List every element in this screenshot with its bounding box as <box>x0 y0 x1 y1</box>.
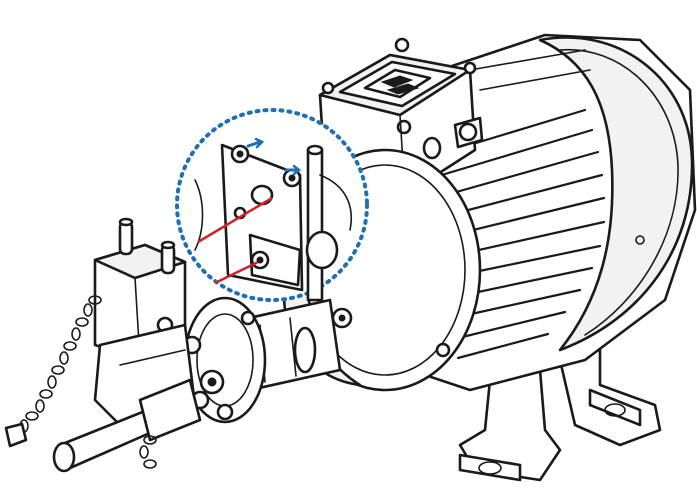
motor-foot-left <box>458 368 562 482</box>
pump-handle <box>52 378 202 473</box>
indicator-arrow-icon <box>246 140 262 148</box>
indicator-line-upper <box>197 196 273 244</box>
pump-block <box>93 217 197 427</box>
chain <box>4 295 157 469</box>
magnifier-callout <box>175 108 369 302</box>
cable-gland-port <box>422 136 442 160</box>
motor-foot-right <box>558 348 662 447</box>
pump-flange <box>182 296 267 424</box>
indicator-line-lower <box>214 260 259 285</box>
